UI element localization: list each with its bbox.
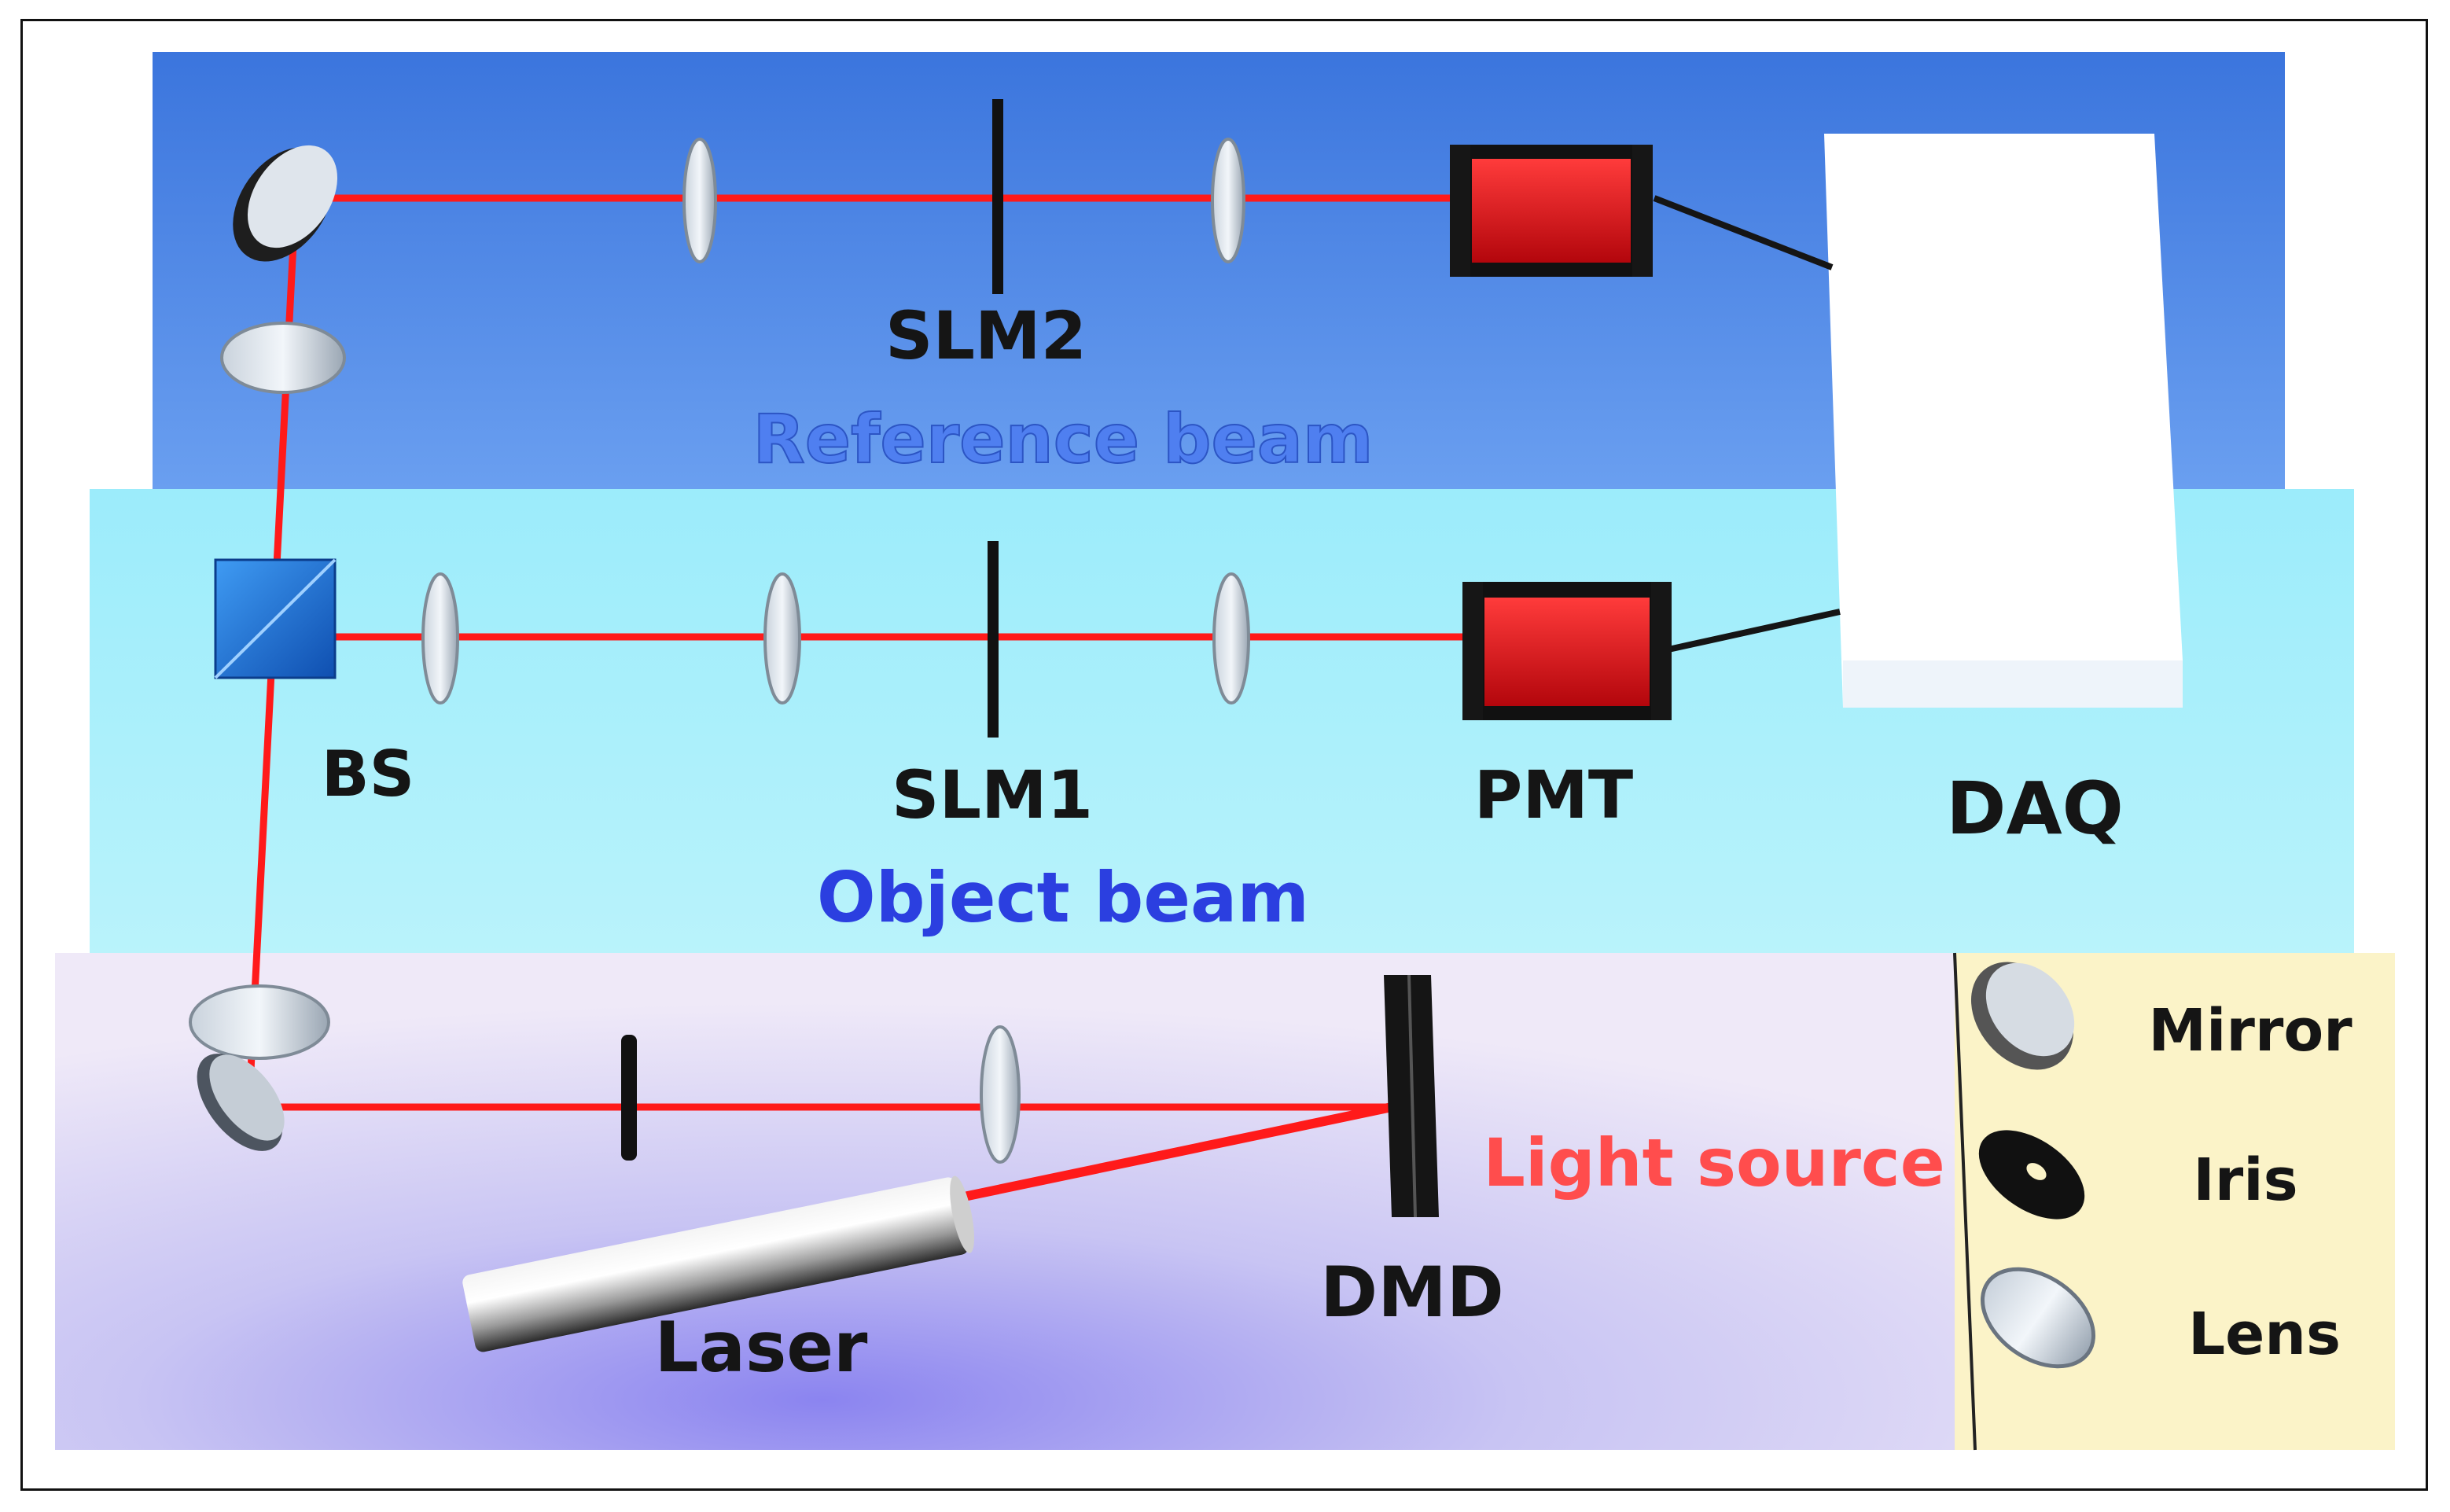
label-slm1: SLM1 xyxy=(892,756,1093,833)
mirror-icon xyxy=(1970,962,2075,1070)
legend-label-mirror: Mirror xyxy=(2148,997,2353,1065)
lens-vertical xyxy=(220,322,346,394)
label-pmt: PMT xyxy=(1474,756,1633,833)
slm1-plate xyxy=(988,541,999,738)
label-light-source: Light source xyxy=(1483,1124,1944,1201)
beam-splitter-cube xyxy=(214,558,337,679)
dmd-device xyxy=(1384,974,1439,1218)
daq-cable-bottom xyxy=(1668,609,1841,653)
lens-obj-1 xyxy=(421,572,459,704)
lens-source xyxy=(980,1025,1021,1164)
pmt-bottom xyxy=(1462,582,1672,720)
legend-divider xyxy=(1953,952,1977,1451)
label-laser: Laser xyxy=(655,1307,869,1388)
mirror-top xyxy=(233,145,338,262)
legend-label-iris: Iris xyxy=(2193,1146,2297,1214)
iris-icon xyxy=(1978,1130,2085,1220)
pmt-top xyxy=(1450,145,1653,277)
slm2-plate xyxy=(992,99,1003,294)
label-bs: BS xyxy=(322,738,415,811)
daq-box xyxy=(1824,134,2183,708)
beam-laser xyxy=(959,1102,1396,1201)
lens-obj-3 xyxy=(1212,572,1250,704)
mirror-bottom xyxy=(197,1054,285,1151)
lens-ref-2 xyxy=(1211,138,1245,263)
daq-cable-top xyxy=(1653,195,1834,270)
mirror-bottom-lens xyxy=(189,984,330,1060)
label-reference-beam: Reference beam xyxy=(752,400,1373,479)
label-slm2: SLM2 xyxy=(885,297,1087,374)
light-source-region xyxy=(55,953,1974,1450)
label-object-beam: Object beam xyxy=(817,857,1309,938)
laser-device xyxy=(462,1175,975,1352)
iris-source xyxy=(621,1035,637,1161)
lens-obj-2 xyxy=(763,572,801,704)
label-daq: DAQ xyxy=(1946,767,2124,851)
lens-icon xyxy=(1980,1267,2096,1369)
legend-label-lens: Lens xyxy=(2188,1300,2341,1368)
lens-ref-1 xyxy=(682,138,717,263)
label-dmd: DMD xyxy=(1320,1252,1504,1333)
